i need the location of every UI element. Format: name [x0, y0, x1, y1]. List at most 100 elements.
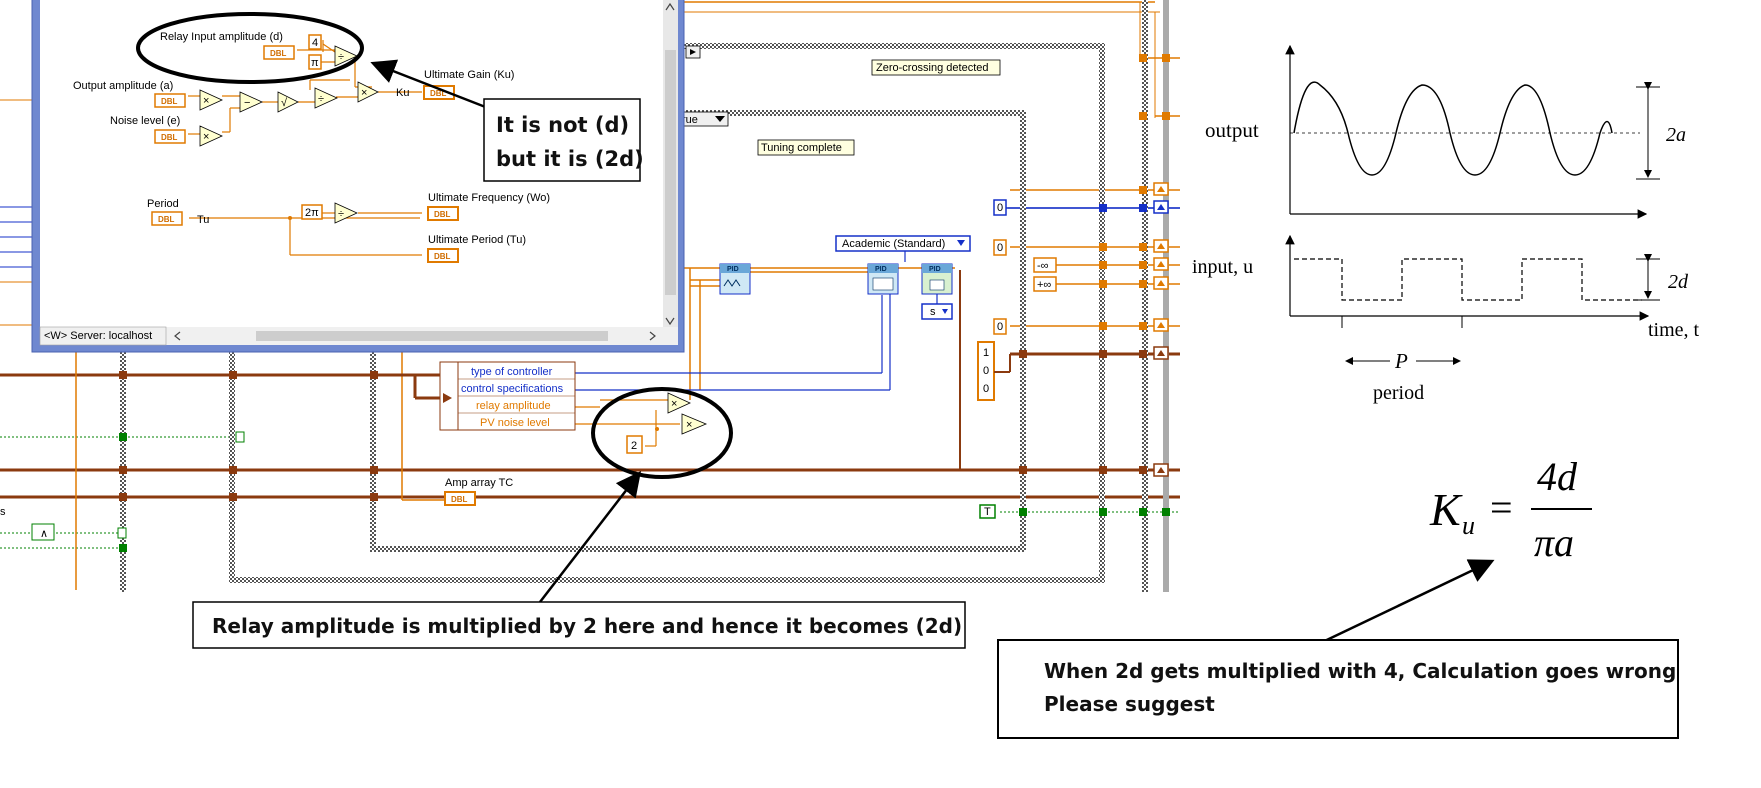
svg-text:÷: ÷ — [338, 208, 344, 220]
true-constant[interactable]: T — [979, 504, 996, 519]
scroll-left-icon[interactable] — [174, 331, 181, 341]
svg-text:÷: ÷ — [338, 51, 344, 63]
svg-text:−: − — [244, 97, 250, 109]
bundle-item-noise: PV noise level — [480, 417, 550, 429]
units-dropdown[interactable]: s — [921, 303, 953, 320]
amp-array-label: Amp array TC — [445, 477, 513, 489]
svg-text:×: × — [203, 131, 209, 143]
wire-junction — [288, 216, 292, 220]
tuning-complete-label: Tuning complete — [761, 142, 842, 154]
svg-text:DBL: DBL — [270, 49, 287, 58]
zero-crossing-label: Zero-crossing detected — [876, 62, 989, 74]
output-amp-control[interactable]: DBL — [154, 93, 186, 108]
subvi-multiply-a[interactable]: × — [199, 89, 223, 111]
svg-text:DBL: DBL — [158, 215, 175, 224]
case-selector-true[interactable]: rue — [677, 111, 729, 127]
multiply-noise[interactable]: × — [681, 413, 708, 435]
subvi-sqrt-node[interactable]: √ — [277, 91, 299, 113]
subvi-divide-wo[interactable]: ÷ — [334, 202, 358, 224]
case-selector-top[interactable] — [685, 45, 701, 59]
scroll-up-icon[interactable] — [665, 2, 675, 11]
pid-autotune-vi[interactable]: PID — [719, 263, 751, 295]
right-terminals — [1153, 182, 1169, 477]
svg-text:∧: ∧ — [40, 528, 48, 540]
svg-text:K: K — [1429, 484, 1463, 535]
svg-text:0: 0 — [997, 202, 1003, 214]
const-two[interactable]: 2 — [626, 435, 643, 454]
svg-text:When 2d gets multiplied with 4: When 2d gets multiplied with 4, Calculat… — [1044, 659, 1676, 683]
relay-waveform-figure: output 2a input, u 2d time, t P period — [1192, 44, 1700, 404]
window-status-bar: <W> Server: localhost — [44, 330, 152, 342]
ultimate-period-label: Ultimate Period (Tu) — [428, 234, 526, 246]
callout-arrow-3 — [1309, 559, 1495, 650]
const-four[interactable]: 4 — [308, 34, 322, 50]
svg-text:DBL: DBL — [161, 97, 178, 106]
subvi-multiply-e[interactable]: × — [199, 125, 223, 147]
and-function[interactable]: ∧ — [31, 523, 55, 541]
callout-arrow-1 — [370, 59, 489, 110]
two-a-label: 2a — [1666, 124, 1686, 146]
svg-text:It is not (d): It is not (d) — [496, 113, 629, 137]
ultimate-gain-indicator[interactable]: DBL — [423, 85, 455, 100]
academic-standard-text: Academic (Standard) — [842, 238, 945, 250]
tunnel-green-2 — [117, 527, 127, 539]
subvi-multiply-ku[interactable]: × — [357, 81, 379, 103]
wire-junction — [655, 427, 659, 431]
svg-text:DBL: DBL — [430, 89, 447, 98]
svg-text:=: = — [1490, 485, 1513, 530]
subvi-subtract-node[interactable]: − — [239, 91, 263, 113]
zero-crossing-label-box — [871, 59, 1001, 76]
pid-vi-label: PID — [727, 266, 739, 273]
academic-standard-dropdown[interactable]: Academic (Standard) — [835, 235, 971, 252]
const-zero-orange-2[interactable]: 0 — [993, 318, 1007, 335]
svg-text:×: × — [203, 95, 209, 107]
svg-text:0: 0 — [997, 242, 1003, 254]
svg-text:1: 1 — [983, 347, 989, 359]
output-label: output — [1205, 118, 1259, 142]
right-loop-edge — [1142, 0, 1148, 592]
subvi-divide-node[interactable]: ÷ — [334, 45, 358, 67]
left-s-label: s — [0, 506, 6, 518]
svg-text:4: 4 — [312, 37, 318, 49]
const-zero-orange-1[interactable]: 0 — [993, 239, 1007, 256]
ultimate-period-indicator[interactable]: DBL — [427, 248, 459, 263]
svg-text:+∞: +∞ — [1037, 279, 1051, 291]
const-neg-inf[interactable]: -∞ — [1033, 257, 1057, 273]
noise-level-control[interactable]: DBL — [154, 129, 186, 144]
multiply-relay[interactable]: × — [667, 392, 691, 414]
amp-array-indicator[interactable]: DBL — [444, 491, 476, 506]
scroll-right-icon[interactable] — [649, 331, 656, 341]
relay-input-control[interactable]: DBL — [263, 45, 295, 60]
svg-text:DBL: DBL — [434, 210, 451, 219]
pid-ku-tu-vi[interactable]: PID — [867, 263, 899, 295]
const-pi[interactable]: π — [308, 54, 322, 70]
svg-text:0: 0 — [983, 365, 989, 377]
tu-wire-label: Tu — [197, 214, 209, 226]
svg-text:2: 2 — [631, 440, 637, 452]
period-label: Period — [147, 198, 179, 210]
period-control[interactable]: DBL — [151, 211, 183, 226]
case-selector-true-label: rue — [682, 114, 698, 126]
ultimate-freq-indicator[interactable]: DBL — [427, 206, 459, 221]
subvi-divide-2[interactable]: ÷ — [314, 87, 338, 109]
const-zero-blue[interactable]: 0 — [993, 199, 1007, 216]
pid-gains-vi[interactable]: PID — [921, 263, 953, 295]
const-two-pi[interactable]: 2π — [301, 204, 323, 220]
bundle-item-type: type of controller — [471, 366, 553, 378]
array-const-100[interactable]: 1 0 0 — [977, 341, 995, 401]
relay-input-label: Relay Input amplitude (d) — [160, 31, 283, 43]
tunnels — [119, 54, 1170, 552]
svg-text:π: π — [311, 57, 319, 69]
svg-text:×: × — [671, 398, 677, 410]
time-axis-label: time, t — [1648, 319, 1700, 341]
svg-text:×: × — [686, 419, 692, 431]
svg-text:-∞: -∞ — [1037, 260, 1049, 272]
units-text: s — [930, 306, 936, 318]
ku-formula: K u = 4d πa — [1429, 454, 1592, 565]
input-label: input, u — [1192, 256, 1253, 278]
two-d-label: 2d — [1668, 271, 1689, 293]
scroll-down-icon[interactable] — [665, 317, 675, 326]
bundle-by-name[interactable]: type of controller control specification… — [439, 361, 576, 431]
const-pos-inf[interactable]: +∞ — [1033, 276, 1057, 292]
bundle-item-relay: relay amplitude — [476, 400, 551, 412]
